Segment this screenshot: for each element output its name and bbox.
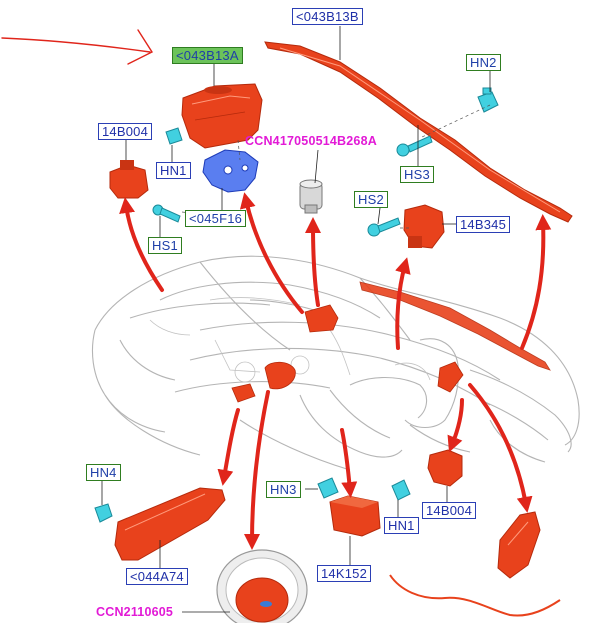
- label-14B345: 14B345: [456, 216, 511, 233]
- screw-hs1: [152, 204, 181, 223]
- label-HN1-bottom: HN1: [384, 517, 419, 534]
- label-HN4: HN4: [86, 464, 121, 481]
- label-HS2: HS2: [354, 191, 388, 208]
- curtain-airbag-part: [264, 41, 573, 223]
- label-HN2: HN2: [466, 54, 501, 71]
- curtain-airbag-shade: [279, 47, 561, 213]
- screw-hs2: [367, 217, 401, 237]
- wiring-harness: [389, 574, 561, 617]
- grey-sensor-part: [299, 179, 323, 214]
- label-HN3: HN3: [266, 481, 301, 498]
- label-CCN2110605: CCN2110605: [96, 605, 174, 619]
- screw-hs3: [396, 135, 433, 157]
- callout-arrows: [119, 192, 552, 550]
- fastener-hn4: [94, 503, 113, 523]
- label-HS1: HS1: [148, 237, 182, 254]
- fastener-hn1-top: [165, 127, 183, 145]
- knee-airbag-part: [114, 487, 226, 561]
- side-impact-sensor-left: [109, 160, 149, 199]
- fastener-hn2: [477, 87, 499, 113]
- label-HS3: HS3: [400, 166, 434, 183]
- fastener-hn3: [317, 477, 339, 499]
- label-14B004-top: 14B004: [98, 123, 153, 140]
- label-HN1-top: HN1: [156, 162, 191, 179]
- in-car-airbag-parts: [231, 304, 464, 403]
- fastener-hn1-bottom: [391, 479, 411, 501]
- airbag-bracket-part: [202, 149, 259, 193]
- label-045F16: <045F16: [185, 210, 247, 227]
- label-14K152: 14K152: [317, 565, 372, 582]
- side-impact-sensor-bottom: [427, 449, 463, 487]
- curtain-airbag-lower: [359, 281, 551, 371]
- vehicle-body-outline: [91, 255, 580, 471]
- label-043B13A: <043B13A: [172, 47, 243, 64]
- steering-wheel-airbag: [216, 549, 308, 623]
- label-14B004-bottom: 14B004: [422, 502, 477, 519]
- label-CCN417050514B268A: CCN417050514B268A: [245, 134, 377, 148]
- hand-drawn-red-arrow-icon: [1, 29, 154, 65]
- restraint-control-module: [329, 495, 381, 537]
- label-044A74: <044A74: [126, 568, 188, 585]
- label-043B13B: <043B13B: [292, 8, 363, 25]
- leader-lines: [101, 26, 491, 613]
- passenger-airbag-module: [181, 83, 263, 149]
- seat-side-airbag-part: [497, 511, 541, 579]
- impact-sensor-right: [403, 204, 445, 249]
- vehicle-interior-detail: [149, 297, 431, 383]
